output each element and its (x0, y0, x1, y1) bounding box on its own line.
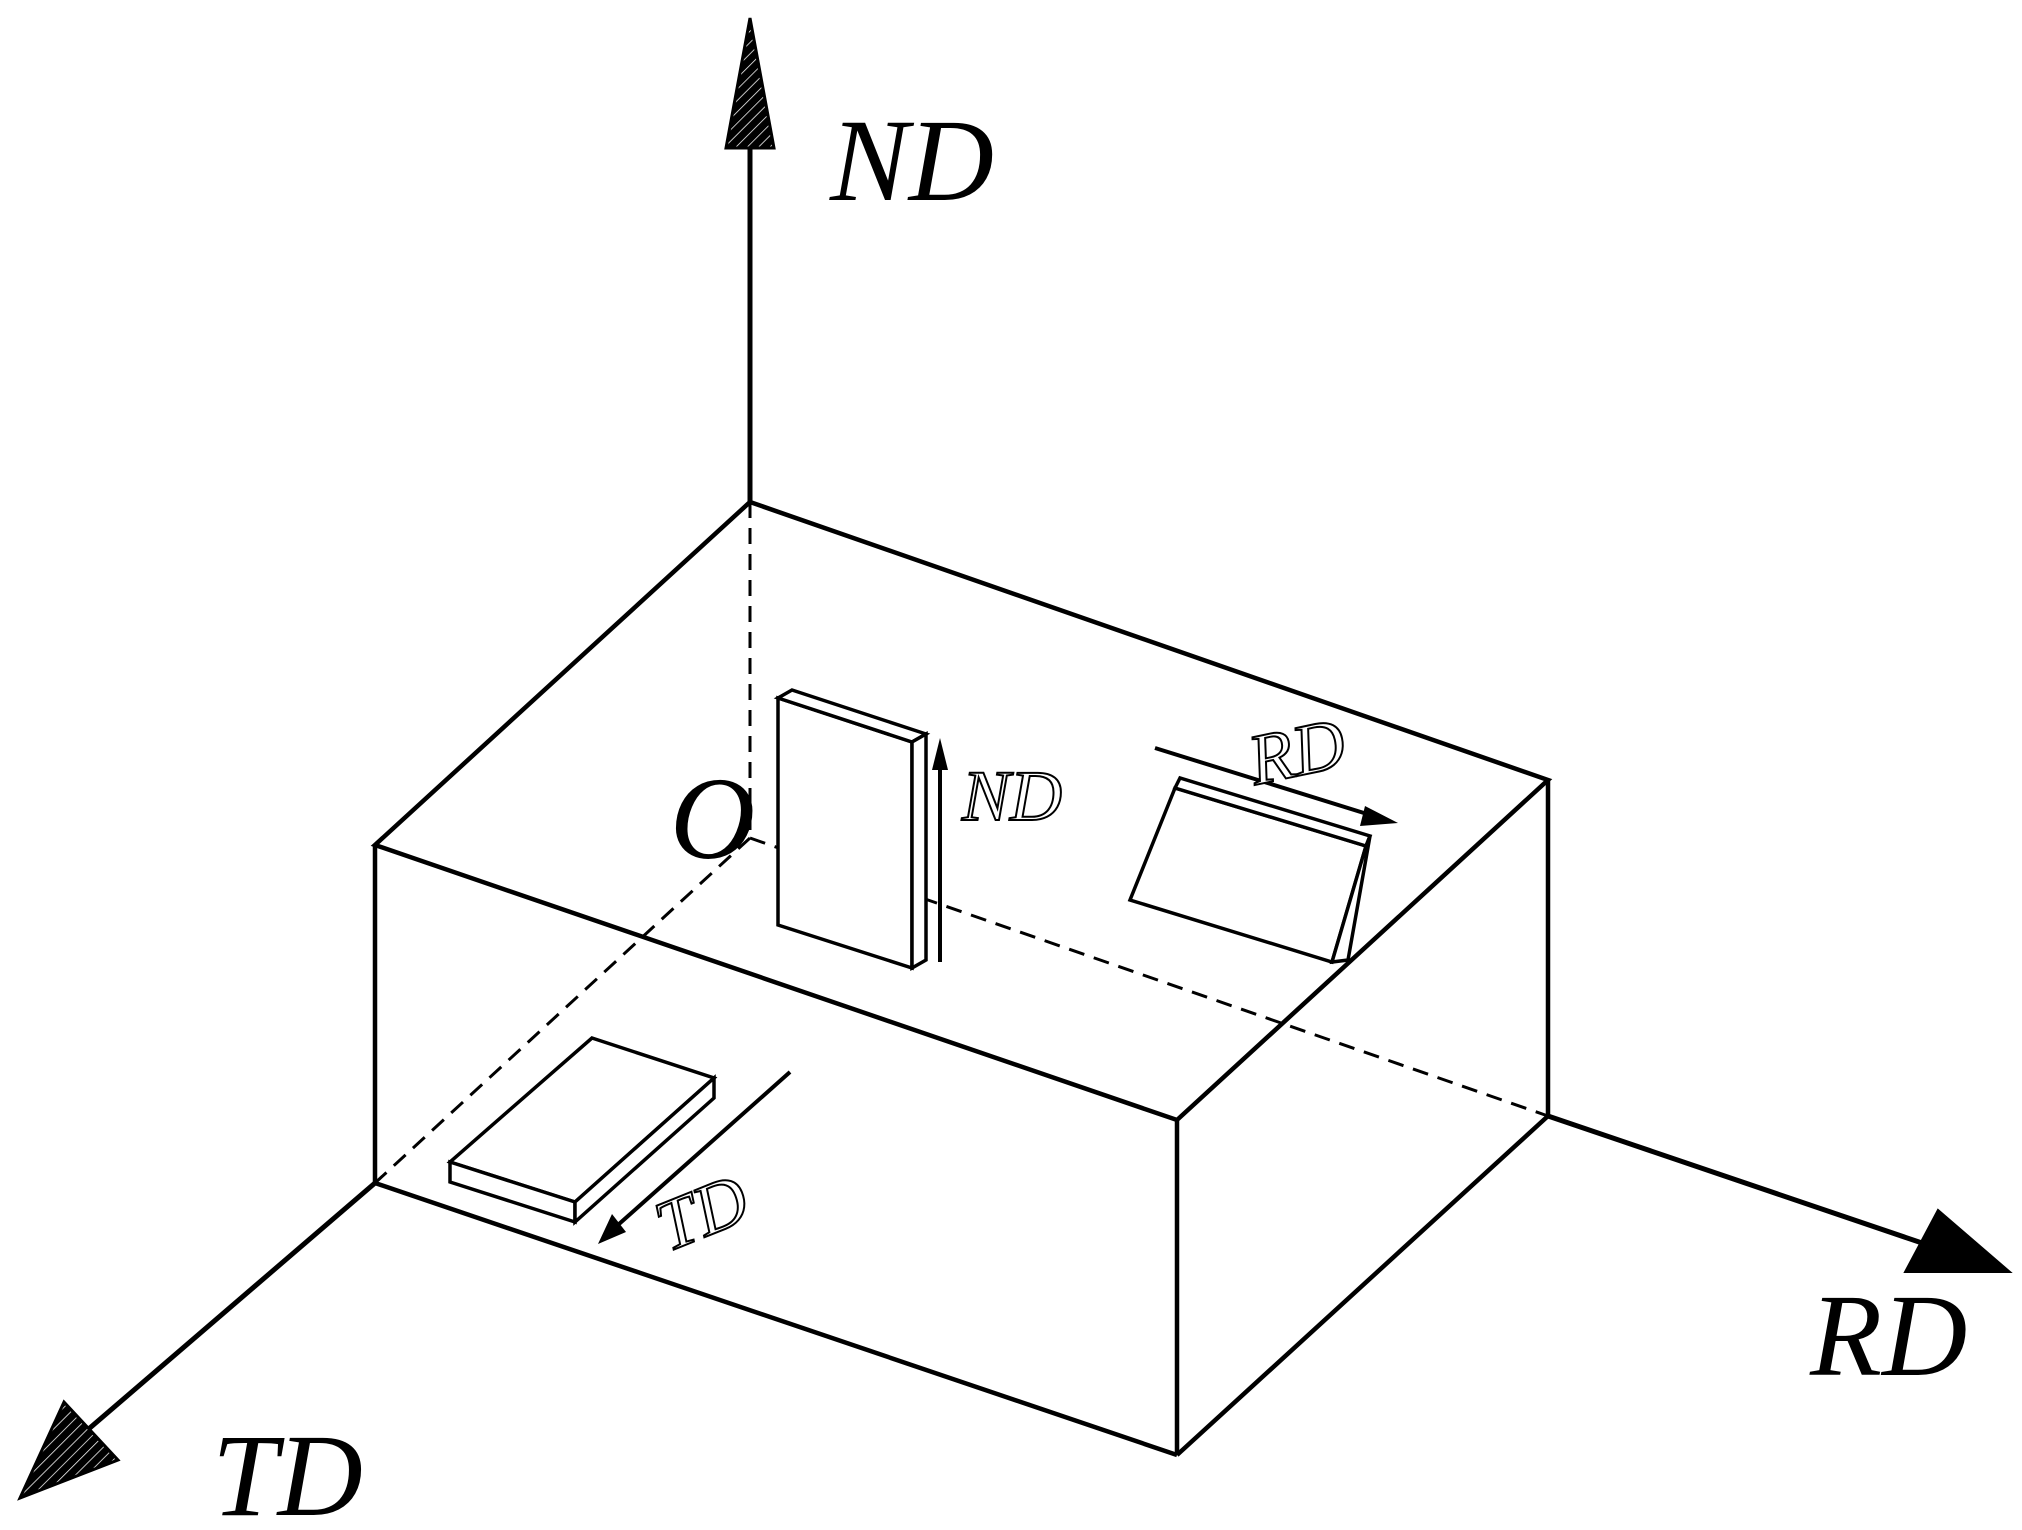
td-axis-arrowhead (17, 1399, 121, 1501)
rd-axis (1547, 1113, 2013, 1273)
nd-axis (724, 17, 776, 502)
rd-grain-label: RD (1241, 702, 1352, 800)
td-axis (17, 1181, 377, 1501)
rd-grain-arrow (1154, 746, 1398, 826)
td-grain-arrow (598, 1070, 792, 1244)
origin-label: O (670, 753, 755, 884)
nd-grain-plate (773, 688, 931, 972)
box-visible-edges (370, 499, 1553, 1458)
td-grain-plate (446, 1036, 718, 1226)
td-grain-label: TD (644, 1158, 759, 1267)
td-axis-label: TD (212, 1410, 363, 1530)
rd-axis-arrowhead (1903, 1208, 2013, 1273)
rd-grain-plate (1127, 775, 1373, 965)
nd-grain-arrow (932, 738, 948, 962)
nd-axis-label: ND (829, 95, 994, 226)
nd-grain-label: ND (961, 756, 1062, 836)
rd-axis-label: RD (1809, 1270, 1967, 1401)
nd-axis-arrowhead (724, 17, 776, 150)
